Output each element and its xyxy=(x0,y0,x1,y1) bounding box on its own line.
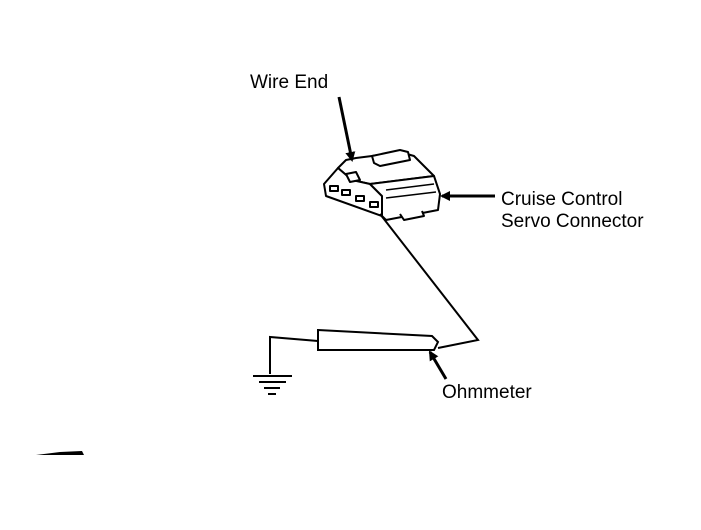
servo-connector-label-line1: Cruise Control xyxy=(501,189,623,210)
servo-connector-label-line2: Servo Connector xyxy=(501,211,644,232)
ohmmeter-arrow xyxy=(428,350,448,380)
servo-connector xyxy=(323,149,441,221)
wire-end-arrow xyxy=(337,96,356,162)
stray-mark xyxy=(36,451,84,455)
ohmmeter-probe xyxy=(317,328,440,351)
ground-symbol-icon xyxy=(253,375,292,395)
ground-lead-wire xyxy=(269,335,319,374)
wire-end-label: Wire End xyxy=(250,72,329,93)
ohmmeter-label: Ohmmeter xyxy=(442,382,532,403)
ohmmeter-lead-wire xyxy=(379,213,480,349)
